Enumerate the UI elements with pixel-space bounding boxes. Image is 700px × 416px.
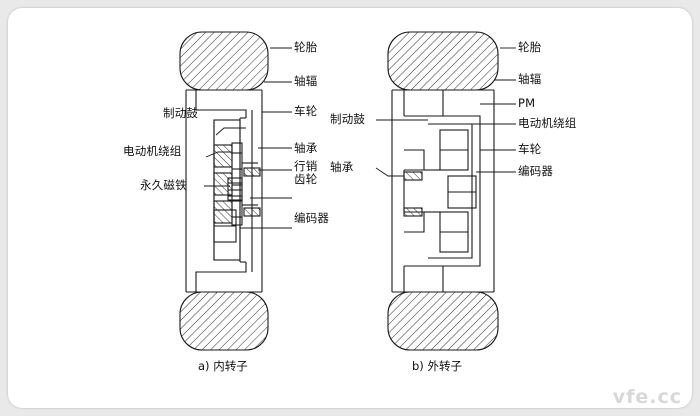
left-label-bearing: 轴承 [294,141,318,155]
right-label-spoke: 轴辐 [518,72,542,86]
left-label-brake-drum: 制动鼓 [163,106,199,120]
left-tire-upper [179,31,269,91]
right-label-tire: 轮胎 [518,40,542,54]
left-leader-lines [204,47,292,229]
left-label-spoke: 轴辐 [294,74,318,88]
left-label-tire: 轮胎 [294,40,318,54]
left-planetary-gear [227,177,243,201]
left-label-planetary-gear: 行销 齿轮 [294,159,318,186]
left-label-permanent-magnet: 永久磁铁 [140,178,187,192]
right-label-pm: PM [518,96,536,110]
left-motor-winding [213,144,233,224]
left-label-motor-winding: 电动机绕组 [123,144,182,158]
left-shaft [242,162,258,206]
right-label-encoder: 编码器 [518,164,554,178]
right-tire-upper [387,31,499,91]
right-label-wheel: 车轮 [518,142,542,156]
right-wheel-spoke [391,89,495,293]
right-stator-hub [403,149,440,233]
right-bearing-lower [403,207,423,217]
right-caption: b) 外转子 [412,359,462,373]
right-label-brake-drum: 制动鼓 [330,112,366,126]
right-bearing-upper [403,171,423,181]
figure-card [8,8,692,408]
right-tire-lower [387,291,499,351]
right-outer-rotor [428,115,481,267]
left-bearing-lower [243,207,261,217]
left-bearing-upper [243,167,261,177]
left-encoder [213,209,237,243]
right-leader-lines [375,47,516,177]
right-motor-winding [439,129,469,253]
left-label-wheel: 车轮 [294,104,318,118]
left-label-encoder: 编码器 [294,211,330,225]
right-label-bearing: 轴承 [330,160,354,174]
watermark: vfe.cc [612,386,682,408]
right-encoder [447,175,477,209]
left-tire-lower [179,291,269,351]
right-label-motor-winding: 电动机绕组 [518,116,577,130]
left-caption: a) 内转子 [198,359,248,373]
